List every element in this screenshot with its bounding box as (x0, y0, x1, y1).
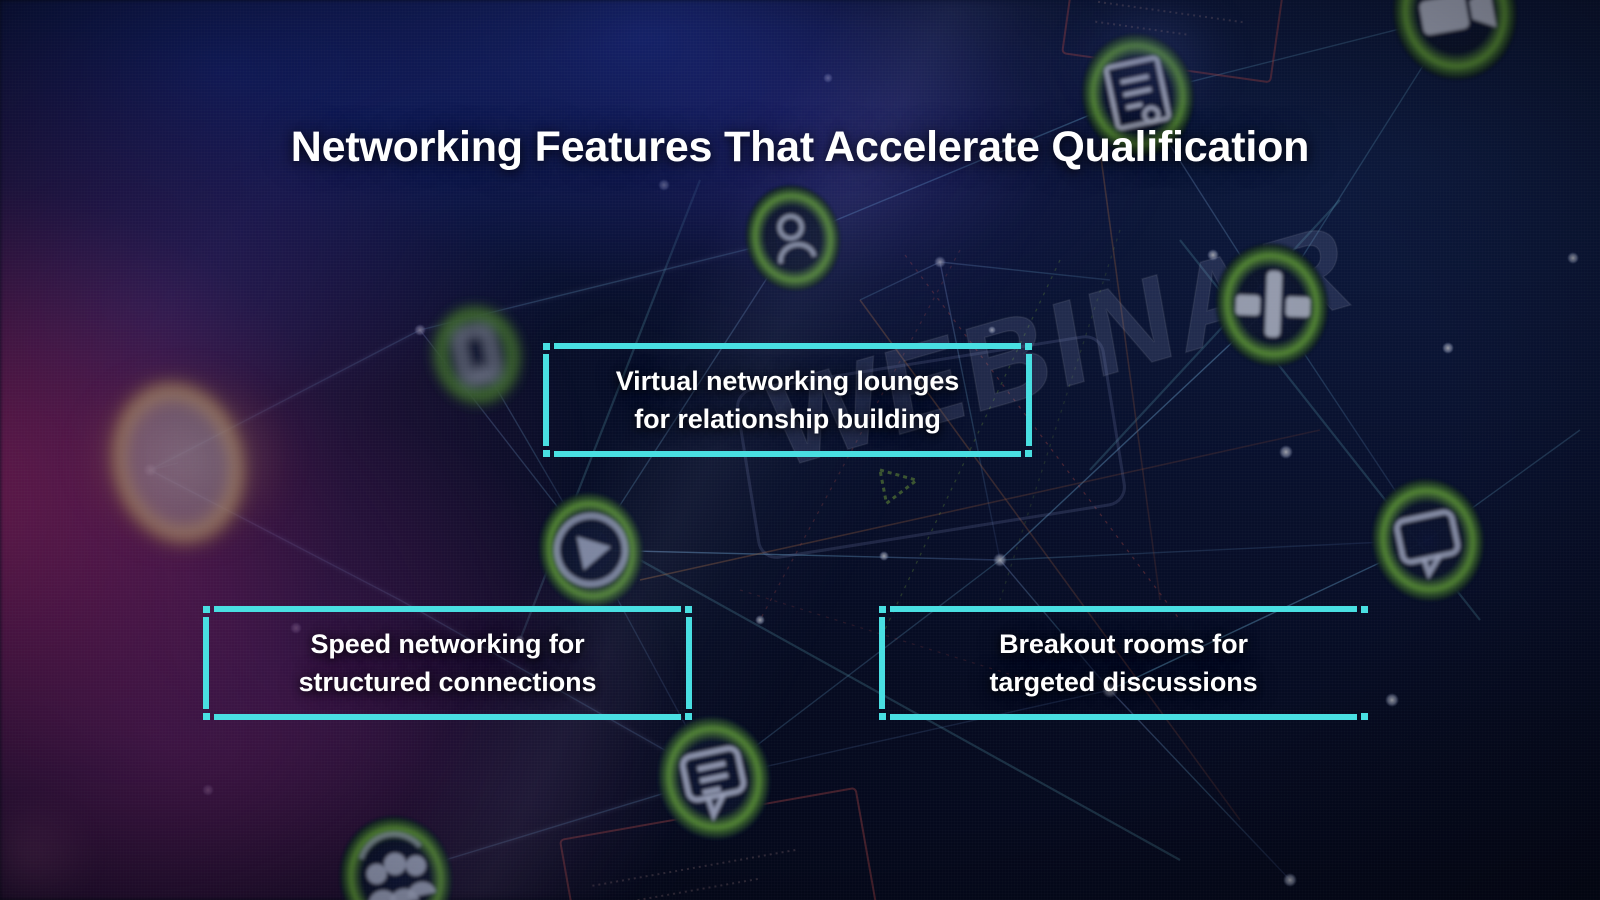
mobile-phone-icon (431, 304, 523, 406)
callout-text: Speed networking for structured connecti… (203, 606, 692, 720)
callout-line-2: targeted discussions (989, 667, 1258, 697)
callout-line-1: Breakout rooms for (999, 628, 1248, 659)
callout-line-2: structured connections (298, 667, 597, 697)
play-button-icon (538, 492, 644, 608)
chat-bubble-icon (1371, 478, 1485, 602)
callout-line-2: for relationship building (634, 404, 941, 434)
user-profile-icon (745, 185, 841, 291)
callout-text: Breakout rooms for targeted discussions (879, 606, 1368, 720)
group-users-icon (339, 816, 453, 900)
message-icon (657, 716, 771, 840)
video-camera-icon (1392, 0, 1518, 80)
callout-line-1: Virtual networking lounges (615, 365, 960, 396)
callout-speed-networking[interactable]: Speed networking for structured connecti… (203, 606, 692, 720)
page-title: Networking Features That Accelerate Qual… (290, 123, 1310, 171)
bokeh-node-icon (102, 371, 254, 555)
callout-breakout-rooms[interactable]: Breakout rooms for targeted discussions (879, 606, 1368, 720)
callout-virtual-networking-lounges[interactable]: Virtual networking lounges for relations… (543, 343, 1032, 457)
callout-line-1: Speed networking for (310, 628, 585, 659)
callout-text: Virtual networking lounges for relations… (543, 343, 1032, 457)
broadcast-icon (1215, 243, 1329, 367)
